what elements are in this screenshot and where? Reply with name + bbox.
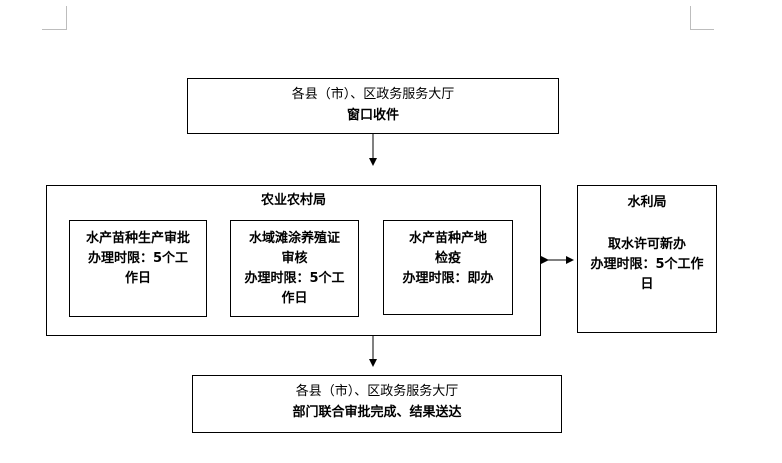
agri-department-title: 农业农村局 bbox=[260, 193, 326, 208]
agri-item-line: 作日 bbox=[281, 291, 308, 306]
agri-item-line: 水产苗种生产审批 bbox=[85, 231, 190, 246]
agri-item-line: 水域滩涂养殖证 bbox=[248, 231, 340, 246]
agri-item-seed-production: 水产苗种生产审批 办理时限：5个工 作日 bbox=[69, 220, 207, 317]
agri-item-line: 检疫 bbox=[434, 251, 461, 266]
intake-hall-label: 各县（市）、区政务服务大厅 bbox=[291, 87, 455, 102]
agri-item-seed-quarantine: 水产苗种产地 检疫 办理时限：即办 bbox=[383, 220, 513, 315]
water-item-line: 取水许可新办 bbox=[607, 237, 686, 252]
water-item-line: 办理时限：5个工作 bbox=[590, 257, 704, 272]
result-hall-label: 各县（市）、区政务服务大厅 bbox=[295, 384, 459, 399]
agri-item-line: 办理时限：5个工 bbox=[87, 251, 189, 266]
crop-mark-top-right-h bbox=[690, 29, 714, 30]
water-item-line: 日 bbox=[640, 277, 654, 292]
intake-box: 各县（市）、区政务服务大厅 窗口收件 bbox=[187, 78, 559, 134]
intake-window-label: 窗口收件 bbox=[346, 108, 399, 123]
crop-mark-top-right-v bbox=[690, 6, 691, 30]
water-bureau-title: 水利局 bbox=[627, 195, 667, 210]
agri-item-line: 审核 bbox=[281, 251, 308, 266]
agri-item-line: 水产苗种产地 bbox=[408, 231, 487, 246]
crop-mark-top-left-h bbox=[42, 29, 67, 30]
agri-item-aquaculture-license: 水域滩涂养殖证 审核 办理时限：5个工 作日 bbox=[230, 220, 359, 317]
agri-department-box: 农业农村局 水产苗种生产审批 办理时限：5个工 作日 水域滩涂养殖证 审核 办理… bbox=[46, 185, 541, 336]
agri-item-line: 办理时限：即办 bbox=[402, 271, 494, 286]
result-delivery-label: 部门联合审批完成、结果送达 bbox=[292, 405, 462, 420]
result-box: 各县（市）、区政务服务大厅 部门联合审批完成、结果送达 bbox=[192, 375, 562, 433]
water-bureau-box: 水利局 取水许可新办 办理时限：5个工作 日 bbox=[577, 185, 717, 333]
crop-mark-top-left-v bbox=[66, 6, 67, 30]
agri-item-line: 作日 bbox=[124, 271, 151, 286]
agri-item-line: 办理时限：5个工 bbox=[244, 271, 345, 286]
